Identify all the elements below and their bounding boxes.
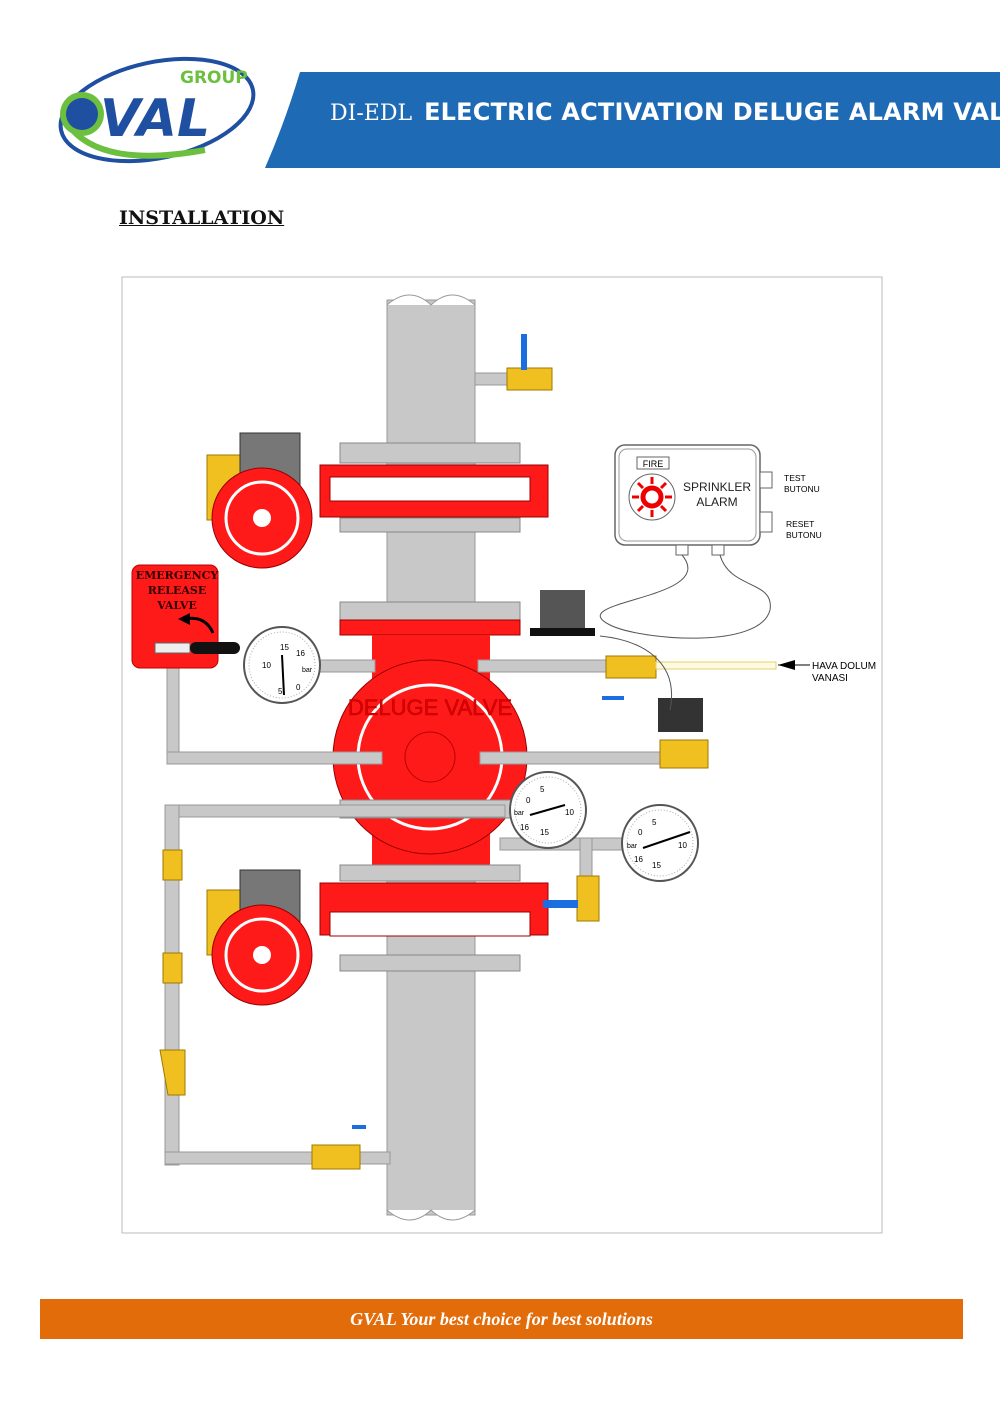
- gauge-unit: bar: [627, 843, 638, 850]
- bottom-ball-valve: [311, 1144, 361, 1170]
- alarm-label-2: ALARM: [696, 495, 737, 509]
- gauge-tick: 15: [280, 643, 289, 652]
- reset-button-label-2: BUTONU: [786, 530, 822, 540]
- logo-brand-text: VAL: [100, 89, 210, 149]
- lower-gate-valve: [206, 864, 549, 1006]
- gauge-tick: 10: [262, 661, 271, 670]
- reset-button-label-1: RESET: [786, 519, 814, 529]
- test-button: [759, 471, 773, 489]
- gauge-tick: 0: [526, 796, 531, 805]
- gauge-tick: 5: [652, 818, 657, 827]
- fire-label: FIRE: [643, 459, 664, 469]
- pressure-gauge: 5 10 15 16 0 bar: [509, 771, 587, 849]
- air-valve-label-2: VANASI: [812, 673, 848, 684]
- product-code: DI-EDL: [330, 101, 413, 126]
- gauge-tick: 16: [296, 649, 305, 658]
- pressure-gauge: 10 15 16 0 5 bar: [243, 626, 321, 704]
- logo-group-text: GROUP: [180, 68, 248, 88]
- reset-button: [759, 511, 773, 533]
- solenoid-coil: [658, 698, 703, 732]
- emergency-label-2: RELEASE: [148, 584, 207, 597]
- gauge-tick: 0: [638, 828, 643, 837]
- alarm-label-1: SPRINKLER: [683, 480, 751, 494]
- pressure-gauge: 5 10 15 16 0 bar: [621, 804, 699, 882]
- top-ball-valve: [474, 334, 553, 391]
- diagram-frame: [121, 276, 883, 1234]
- gauge-tick: 15: [652, 861, 661, 870]
- trim-piping: [164, 659, 661, 1166]
- sprinkler-alarm-box: FIRE SPRINKLER ALARM: [614, 444, 773, 556]
- test-button-label-2: BUTONU: [784, 484, 820, 494]
- gauge-tick: 10: [565, 808, 574, 817]
- footer-tagline: GVAL Your best choice for best solutions: [350, 1309, 653, 1329]
- alarm-bell-icon: [632, 477, 672, 517]
- upper-gate-valve: [206, 432, 549, 569]
- title-banner: [265, 72, 1000, 168]
- gauge-unit: bar: [302, 667, 313, 674]
- emergency-label-1: EMERGENCY: [136, 569, 219, 582]
- gauge-tick: 5: [540, 785, 545, 794]
- air-valve-label-1: HAVA DOLUM: [812, 661, 876, 672]
- section-heading: INSTALLATION: [119, 207, 285, 229]
- gauge-tick: 5: [278, 687, 283, 696]
- footer-banner: GVAL Your best choice for best solutions: [40, 1299, 963, 1339]
- gauge-unit: bar: [514, 810, 525, 817]
- gauge-tick: 0: [296, 683, 301, 692]
- valve-watermark: DELUGE VALVE: [348, 695, 512, 720]
- gauge-tick: 10: [678, 841, 687, 850]
- gauge-tick: 16: [520, 823, 529, 832]
- gauge-tick: 15: [540, 828, 549, 837]
- gval-logo: GROUP VAL: [58, 56, 256, 164]
- actuator-box: [540, 590, 585, 628]
- product-title: ELECTRIC ACTIVATION DELUGE ALARM VALVE: [424, 98, 1000, 126]
- solenoid-valve: [659, 739, 709, 769]
- gauge-tick: 16: [634, 855, 643, 864]
- test-button-label-1: TEST: [784, 473, 806, 483]
- emergency-release-valve: EMERGENCY RELEASE VALVE: [131, 564, 240, 669]
- banner-title: DI-EDL ELECTRIC ACTIVATION DELUGE ALARM V…: [330, 98, 1000, 126]
- emergency-label-3: VALVE: [156, 599, 197, 612]
